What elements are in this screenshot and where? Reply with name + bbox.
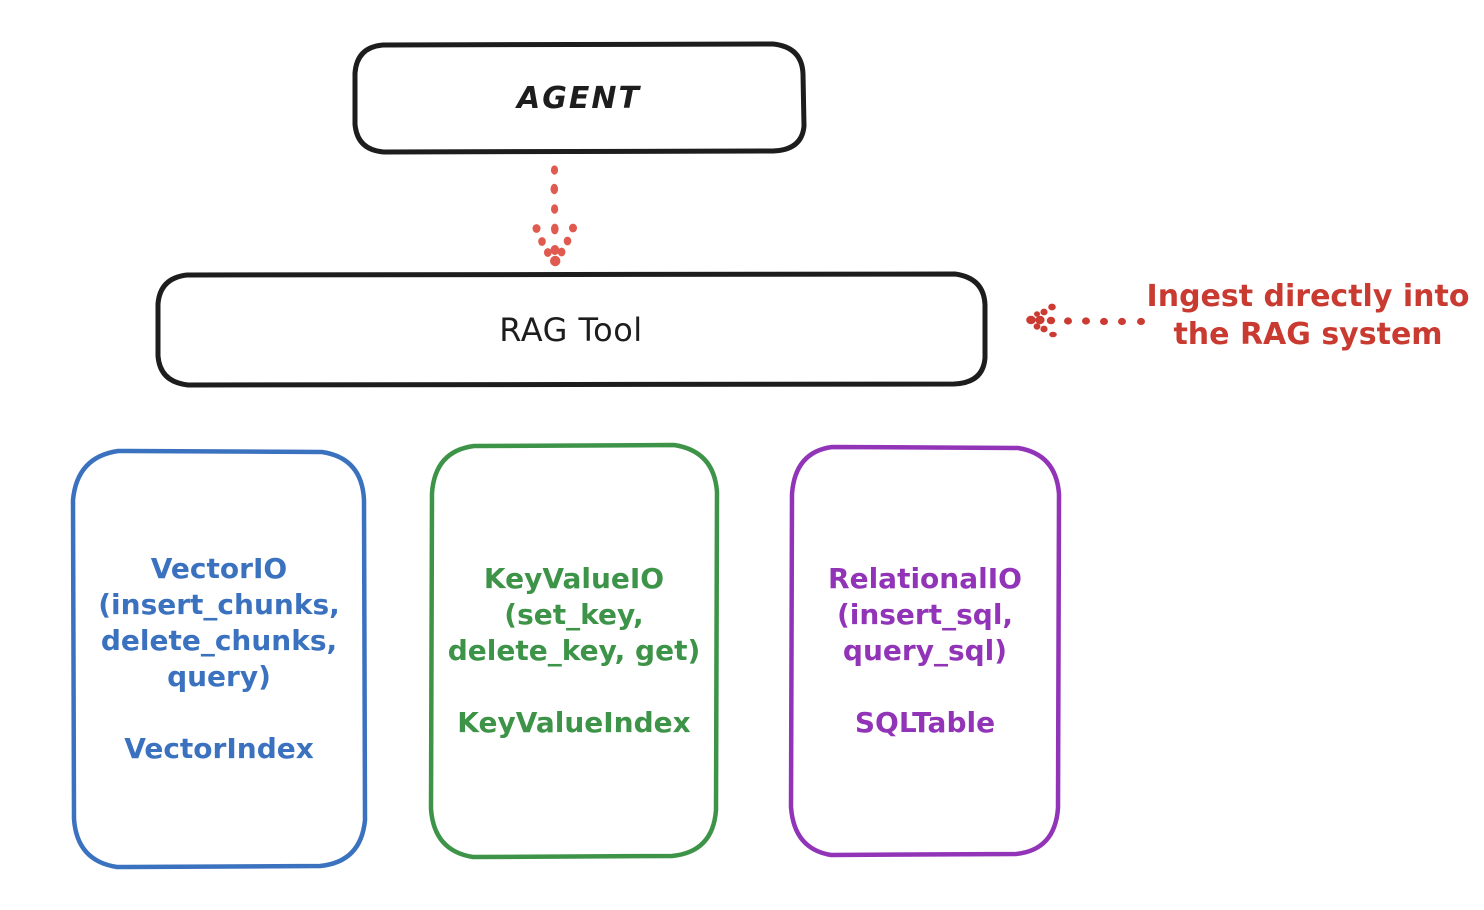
api-line-2: (insert_sql,	[836, 598, 1014, 632]
node-key-value-io-index: KeyValueIndex	[457, 705, 691, 739]
agent-to-rag-tool-arrow	[532, 165, 577, 267]
node-key-value-io-api: KeyValueIO (set_key, delete_key, get)	[438, 561, 710, 668]
ingest-note: Ingest directly into the RAG system	[1140, 278, 1476, 355]
ingest-note-arrow	[1026, 303, 1145, 338]
node-key-value-io[interactable]: KeyValueIO (set_key, delete_key, get) Ke…	[428, 442, 720, 860]
ingest-note-line-2: the RAG system	[1173, 317, 1443, 353]
api-line-3: delete_key, get)	[447, 634, 701, 667]
node-relational-io-index: SQLTable	[854, 705, 996, 739]
node-rag-tool-label: RAG Tool	[499, 310, 643, 349]
ingest-note-line-1: Ingest directly into	[1146, 279, 1470, 314]
api-line-1: RelationalIO	[828, 562, 1022, 596]
node-relational-io[interactable]: RelationalIO (insert_sql, query_sql) SQL…	[788, 444, 1062, 858]
node-vector-io-content: VectorIO (insert_chunks, delete_chunks, …	[70, 551, 368, 766]
api-line-3: delete_chunks,	[100, 624, 338, 658]
node-agent[interactable]: AGENT	[352, 41, 807, 155]
api-line-1: VectorIO	[150, 552, 288, 586]
api-line-2: (insert_chunks,	[98, 588, 340, 622]
node-agent-label: AGENT	[517, 80, 641, 116]
api-line-3: query_sql)	[842, 634, 1008, 667]
node-vector-io-api: VectorIO (insert_chunks, delete_chunks, …	[80, 551, 358, 694]
api-line-2: (set_key,	[504, 598, 644, 632]
node-relational-io-content: RelationalIO (insert_sql, query_sql) SQL…	[788, 561, 1062, 740]
api-line-4: query)	[167, 659, 271, 693]
node-key-value-io-content: KeyValueIO (set_key, delete_key, get) Ke…	[428, 561, 720, 740]
node-rag-tool[interactable]: RAG Tool	[155, 271, 988, 388]
node-agent-content: AGENT	[353, 81, 805, 116]
node-vector-io[interactable]: VectorIO (insert_chunks, delete_chunks, …	[70, 448, 368, 870]
node-relational-io-api: RelationalIO (insert_sql, query_sql)	[798, 561, 1052, 668]
node-rag-tool-content: RAG Tool	[155, 311, 987, 349]
api-line-1: KeyValueIO	[483, 562, 665, 596]
node-vector-io-index: VectorIndex	[124, 731, 314, 765]
